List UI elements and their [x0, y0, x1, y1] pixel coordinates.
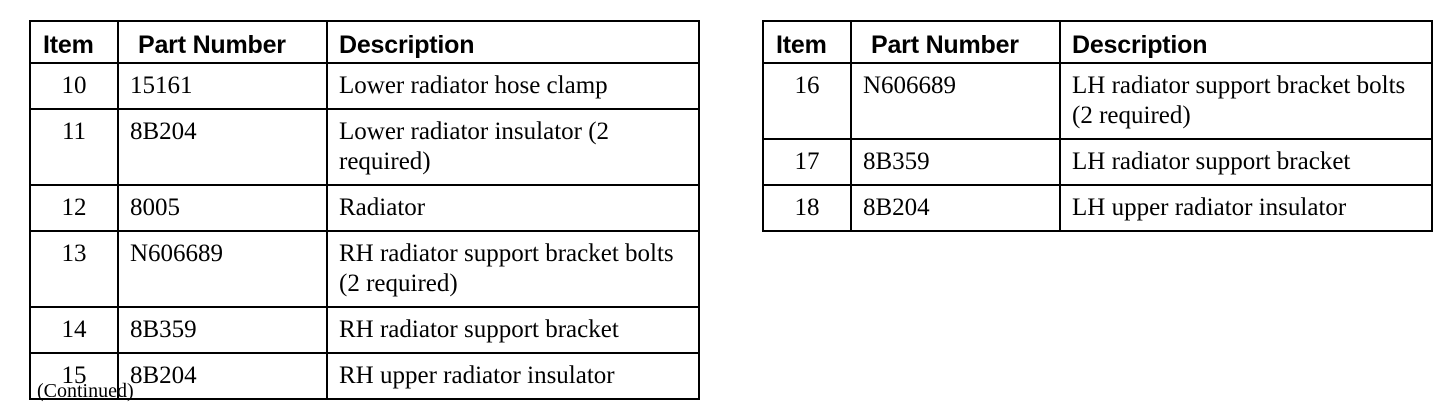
table-row: 16 N606689 LH radiator support bracket b… — [762, 62, 1433, 140]
header-description: Description — [1059, 20, 1433, 64]
part-number: 8B204 — [850, 184, 1061, 232]
part-number: 8B359 — [117, 306, 328, 354]
table-header-row: Item Part Number Description — [29, 20, 700, 64]
table-row: 13 N606689 RH radiator support bracket b… — [29, 230, 700, 308]
header-item: Item — [762, 20, 852, 64]
continued-note: (Continued) — [37, 380, 134, 402]
part-number: N606689 — [117, 230, 328, 308]
part-number: 15161 — [117, 62, 328, 110]
header-description: Description — [326, 20, 700, 64]
description: LH radiator support bracket bolts (2 req… — [1059, 62, 1433, 140]
table-row: 10 15161 Lower radiator hose clamp — [29, 62, 700, 110]
item-number: 12 — [29, 184, 119, 232]
item-number: 13 — [29, 230, 119, 308]
description: LH radiator support bracket — [1059, 138, 1433, 186]
table-row: 12 8005 Radiator — [29, 184, 700, 232]
item-number: 17 — [762, 138, 852, 186]
description: LH upper radiator insulator — [1059, 184, 1433, 232]
table-header-row: Item Part Number Description — [762, 20, 1433, 64]
table-row: 15 8B204 RH upper radiator insulator — [29, 352, 700, 400]
item-number: 16 — [762, 62, 852, 140]
table-row: 11 8B204 Lower radiator insulator (2 req… — [29, 108, 700, 186]
item-number: 14 — [29, 306, 119, 354]
description: RH radiator support bracket bolts (2 req… — [326, 230, 700, 308]
item-number: 15 — [29, 352, 119, 400]
table-row: 18 8B204 LH upper radiator insulator — [762, 184, 1433, 232]
part-number: 8005 — [117, 184, 328, 232]
description: Lower radiator insulator (2 required) — [326, 108, 700, 186]
description: RH radiator support bracket — [326, 306, 700, 354]
part-number: 8B204 — [117, 352, 328, 400]
header-item: Item — [29, 20, 119, 64]
parts-table-left: Item Part Number Description 10 15161 Lo… — [29, 20, 700, 400]
description: Lower radiator hose clamp — [326, 62, 700, 110]
part-number: N606689 — [850, 62, 1061, 140]
parts-table-right: Item Part Number Description 16 N606689 … — [762, 20, 1433, 232]
header-part-number: Part Number — [850, 20, 1061, 64]
description: Radiator — [326, 184, 700, 232]
item-number: 10 — [29, 62, 119, 110]
part-number: 8B359 — [850, 138, 1061, 186]
description: RH upper radiator insulator — [326, 352, 700, 400]
part-number: 8B204 — [117, 108, 328, 186]
table-row: 14 8B359 RH radiator support bracket — [29, 306, 700, 354]
table-row: 17 8B359 LH radiator support bracket — [762, 138, 1433, 186]
header-part-number: Part Number — [117, 20, 328, 64]
item-number: 18 — [762, 184, 852, 232]
item-number: 11 — [29, 108, 119, 186]
